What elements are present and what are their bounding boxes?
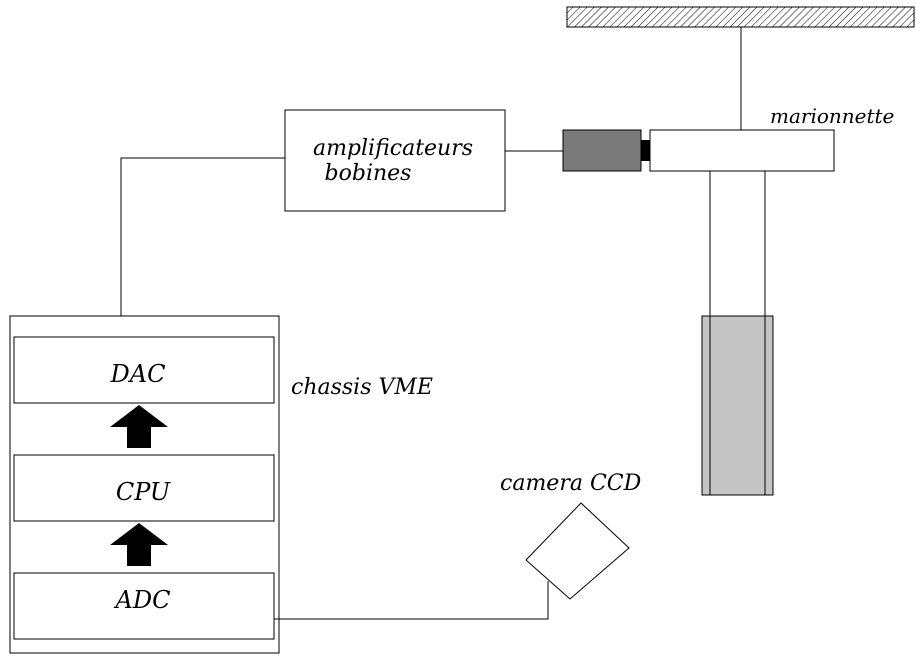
wire-adc-to-camera [274,581,549,620]
coil-actuator [562,129,642,172]
cpu-module [13,454,275,522]
camera-label: camera CCD [500,471,642,496]
suspended-mass [701,315,774,496]
ceiling-support [566,6,915,28]
chassis-label: chassis VME [291,375,433,400]
cpu-label: CPU [116,478,171,506]
dac-label: DAC [110,360,166,388]
ccd-camera [525,502,630,600]
arrow-cpu-to-dac [110,405,168,448]
amplifiers-label-line1: amplificateurs [313,136,473,161]
arrow-adc-to-cpu [110,523,168,566]
adc-label: ADC [114,586,171,614]
marionette-label: marionnette [770,104,894,128]
amplifiers-box [284,109,506,212]
coil-magnet [641,140,650,161]
dac-module [13,336,275,404]
wire-chassis-to-amp [120,157,285,316]
marionette-body [649,129,835,172]
adc-module [13,572,275,640]
amplifiers-label-line2: bobines [325,161,412,186]
